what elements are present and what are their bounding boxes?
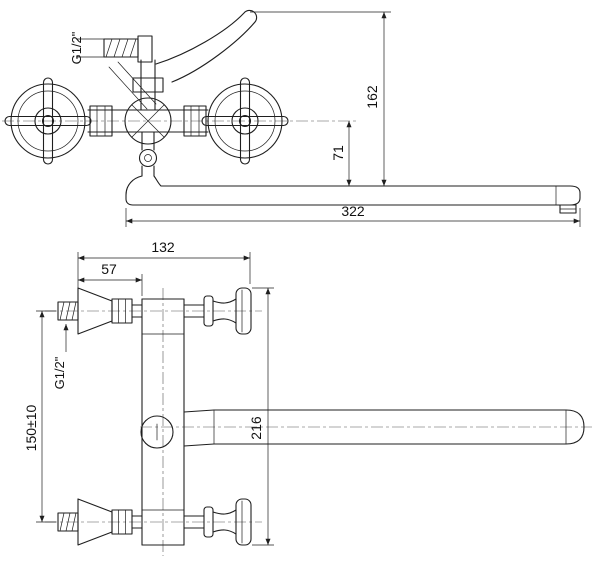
front-dim-label-spout-drop: 71 (330, 145, 346, 161)
front-threaded-inlet (103, 38, 139, 58)
plan-top-inlet (57, 287, 252, 335)
front-lever (155, 9, 258, 83)
plan-bottom-inlet (57, 498, 252, 546)
plan-dim-label-total-width: 132 (151, 239, 175, 255)
front-dim-spout-length: 322 (125, 203, 581, 227)
front-dim-spout-drop: 71 (330, 121, 352, 186)
plan-dim-total-depth: 216 (248, 287, 274, 546)
front-dim-label-total-height: 162 (364, 85, 380, 109)
front-left-handle (4, 77, 92, 165)
front-valve-body (87, 97, 209, 145)
plan-dim-inlet-thread: G1/2" (52, 324, 69, 389)
plan-top-handle (203, 287, 252, 335)
front-dim-total-height: 162 (250, 11, 391, 186)
plan-view: 132 57 G1/2" 150±10 216 (23, 239, 592, 556)
plan-dim-label-inlet-centers: 150±10 (23, 404, 39, 451)
plan-bottom-handle (203, 498, 252, 546)
front-dim-label-inlet-thread: G1/2" (69, 31, 84, 64)
front-view: G1/2" 162 71 322 (2, 9, 581, 227)
plan-body (140, 298, 185, 546)
plan-dim-label-inlet-thread: G1/2" (52, 356, 67, 389)
plan-dim-label-total-depth: 216 (248, 416, 264, 440)
front-right-handle (201, 77, 289, 165)
plan-diverter-knob (140, 415, 174, 449)
front-spout (125, 131, 581, 214)
front-dim-inlet-thread: G1/2" (69, 31, 104, 64)
plan-dim-label-wall-to-body: 57 (101, 261, 117, 277)
plan-spout (183, 409, 585, 447)
front-top-assembly (103, 9, 258, 111)
plan-dim-wall-to-body: 57 (78, 261, 143, 296)
front-dim-label-spout-length: 322 (341, 203, 365, 219)
plan-dim-inlet-centers: 150±10 (23, 310, 56, 523)
plan-dim-total-width: 132 (77, 239, 251, 296)
